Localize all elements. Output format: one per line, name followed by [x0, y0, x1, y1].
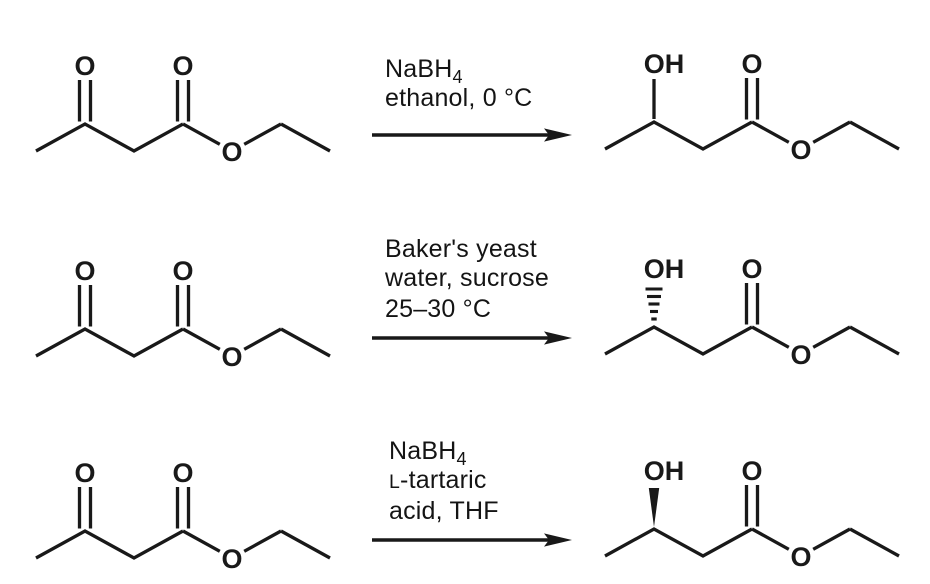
ester-double-bond: [175, 80, 191, 122]
reaction-arrow-1: [372, 128, 572, 142]
hydroxyl-label: OH: [644, 254, 685, 284]
reagent-text: Baker's yeast: [385, 235, 537, 263]
ester-double-bond: [175, 487, 191, 529]
product-structure-1: OH O O: [604, 49, 900, 163]
ester-double-bond: [175, 285, 191, 327]
ester-oxygen-label: O: [790, 542, 811, 570]
conditions-line: acid, THF: [389, 497, 499, 526]
skeleton-bonds: [35, 529, 331, 560]
solvent-text: ethanol, 0 °C: [385, 84, 533, 112]
carbonyl-oxygen-label: O: [741, 456, 762, 486]
ketone-double-bond: [77, 285, 93, 327]
ketone-oxygen-label: O: [74, 458, 95, 488]
ketone-double-bond: [77, 487, 93, 529]
carbonyl-oxygen-label: O: [172, 458, 193, 488]
ester-oxygen-label: O: [221, 342, 242, 370]
product-structure-3: OH O O: [604, 456, 900, 570]
hydroxyl-label: OH: [644, 456, 685, 486]
carbonyl-double-bond: [744, 485, 760, 527]
conditions-line: water, sucrose: [385, 264, 549, 295]
reactant-structure-1: O O O: [35, 51, 331, 165]
skeleton-bonds: [604, 527, 900, 558]
smallcap-prefix: L: [389, 471, 401, 493]
skeleton-bonds: [35, 327, 331, 358]
reactant-structure-2: O O O: [35, 256, 331, 370]
solvent-text: water, sucrose: [385, 264, 549, 292]
carbonyl-oxygen-label: O: [172, 51, 193, 81]
ester-oxygen-label: O: [221, 137, 242, 165]
reaction-conditions-3: NaBH4 L-tartaric acid, THF: [389, 437, 499, 526]
skeleton-bonds: [604, 120, 900, 151]
reaction-conditions-1: NaBH4 ethanol, 0 °C: [385, 55, 532, 115]
carbonyl-oxygen-label: O: [172, 256, 193, 286]
carbonyl-double-bond: [744, 283, 760, 325]
ketone-oxygen-label: O: [74, 51, 95, 81]
reaction-arrow-3: [372, 533, 572, 547]
reagent-subscript: 4: [452, 67, 463, 87]
ester-oxygen-label: O: [790, 135, 811, 163]
conditions-line: Baker's yeast: [385, 235, 549, 264]
carbonyl-double-bond: [744, 78, 760, 120]
conditions-line: NaBH4: [385, 55, 532, 87]
reaction-conditions-2: Baker's yeast water, sucrose 25–30 °C: [385, 235, 549, 324]
reagent-text: NaBH: [389, 437, 457, 465]
reactant-structure-3: O O O: [35, 458, 331, 572]
skeleton-bonds: [604, 325, 900, 356]
reagent-text: NaBH: [385, 55, 453, 83]
hydroxyl-hashed-wedge-bond: [645, 287, 663, 321]
carbonyl-oxygen-label: O: [741, 254, 762, 284]
ester-oxygen-label: O: [221, 544, 242, 572]
hydroxyl-label: OH: [644, 49, 685, 79]
conditions-line: L-tartaric: [389, 466, 499, 497]
product-structure-2: OH O O: [604, 254, 900, 368]
conditions-line: NaBH4: [389, 437, 499, 469]
skeleton-bonds: [35, 122, 331, 153]
reaction-arrow-2: [372, 331, 572, 345]
temperature-text: 25–30 °C: [385, 295, 492, 323]
conditions-line: ethanol, 0 °C: [385, 84, 532, 115]
ketone-double-bond: [77, 80, 93, 122]
ketone-oxygen-label: O: [74, 256, 95, 286]
carbonyl-oxygen-label: O: [741, 49, 762, 79]
temperature-text: acid, THF: [389, 497, 499, 525]
solvent-text: -tartaric: [400, 466, 487, 494]
conditions-line: 25–30 °C: [385, 295, 549, 324]
hydroxyl-bold-wedge-bond: [648, 488, 660, 527]
ester-oxygen-label: O: [790, 340, 811, 368]
reagent-subscript: 4: [456, 449, 467, 469]
